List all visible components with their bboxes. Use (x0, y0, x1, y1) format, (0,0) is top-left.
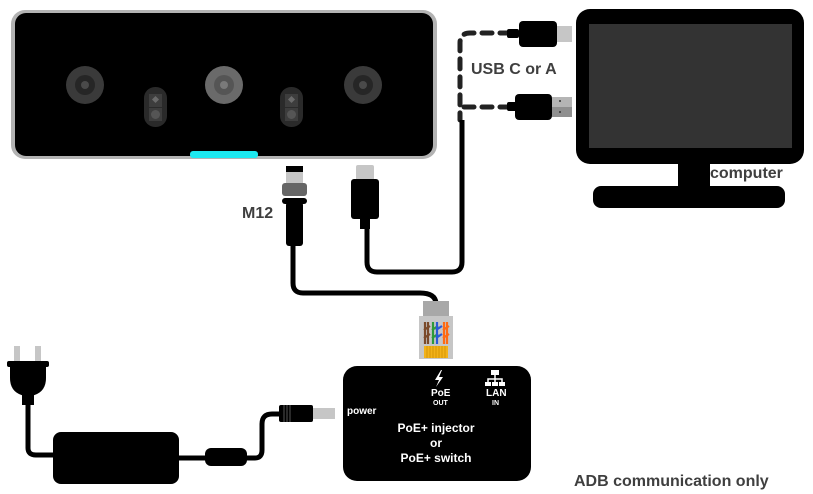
dc-cable (179, 411, 282, 461)
rj45-connector (419, 301, 453, 359)
camera-lens-right (344, 66, 382, 104)
power-plug (7, 346, 49, 405)
power-port-label: power (347, 406, 377, 417)
poe-out-sublabel: OUT (433, 400, 448, 407)
m12-label: M12 (242, 205, 274, 222)
injector-label: PoE+ injector or PoE+ switch (386, 421, 486, 466)
lan-in-label: LAN (486, 388, 507, 399)
lightning-icon (435, 370, 443, 387)
camera-sensor-left (144, 87, 167, 127)
usb-cable (364, 120, 465, 275)
usb-a-plug (507, 94, 572, 120)
ferrite-core (205, 448, 247, 466)
dc-plug (279, 405, 335, 422)
computer-label: computer (710, 165, 783, 182)
m12-connector (282, 166, 307, 246)
usb-dashed-cable (457, 30, 513, 123)
poe-out-label: PoE (431, 388, 451, 399)
usb-c-plug-camera (351, 165, 379, 229)
ethernet-cable (290, 244, 439, 304)
power-brick (53, 432, 179, 484)
camera-lens-center (205, 66, 243, 104)
lan-in-sublabel: IN (492, 400, 499, 407)
power-cable (25, 403, 58, 458)
camera-sensor-right (280, 87, 303, 127)
camera-device (11, 10, 437, 159)
footer-note: ADB communication only (574, 473, 769, 490)
usb-c-plug (507, 21, 572, 47)
computer-monitor (576, 9, 804, 208)
usb-type-label: USB C or A (471, 61, 557, 78)
poe-injector-box (343, 366, 531, 481)
injector-label-line1: PoE+ injector (397, 421, 475, 435)
network-icon (485, 370, 505, 386)
status-led (190, 151, 258, 158)
camera-lens-left (66, 66, 104, 104)
injector-label-line2: or (430, 436, 442, 450)
injector-label-line3: PoE+ switch (400, 451, 472, 465)
